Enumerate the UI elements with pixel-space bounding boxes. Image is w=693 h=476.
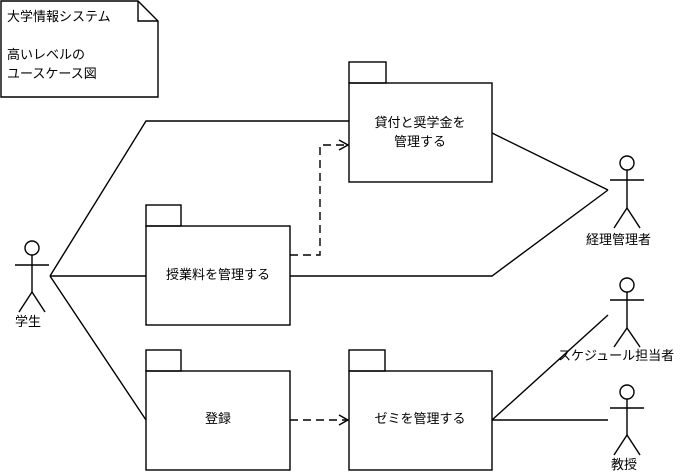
actor-leg bbox=[613, 434, 628, 456]
package-loans-label: 管理する bbox=[393, 135, 447, 150]
package-body bbox=[348, 82, 493, 183]
package-seminar-label: ゼミを管理する bbox=[374, 412, 466, 427]
actor-leg bbox=[626, 207, 641, 229]
actor-leg bbox=[18, 291, 33, 313]
actor-student-figure bbox=[15, 240, 49, 313]
note-fold bbox=[137, 1, 158, 22]
actor-head bbox=[619, 384, 635, 400]
actor-professor-label: 教授 bbox=[611, 458, 638, 473]
package-tab bbox=[145, 204, 182, 227]
package-tuition bbox=[145, 204, 291, 326]
package-registration-label: 登録 bbox=[204, 412, 232, 427]
actor-leg bbox=[626, 434, 641, 456]
actor-leg bbox=[31, 291, 46, 313]
package-tuition-label: 授業料を管理する bbox=[165, 268, 271, 283]
association-student-loans bbox=[49, 120, 349, 277]
actor-leg bbox=[626, 327, 641, 348]
actor-scheduler-label: スケジュール担当者 bbox=[558, 349, 675, 364]
note-line: ユースケース図 bbox=[7, 67, 97, 82]
actor-scheduler-figure bbox=[610, 277, 644, 348]
package-loans-label: 貸付と奨学金を bbox=[374, 116, 466, 131]
actor-leg bbox=[613, 207, 628, 229]
package-tab bbox=[348, 349, 386, 372]
package-tab bbox=[145, 349, 182, 372]
association-tuition-accounting bbox=[290, 189, 609, 277]
actor-professor-figure bbox=[610, 384, 644, 456]
actor-head bbox=[619, 155, 635, 171]
actor-head bbox=[24, 240, 40, 256]
dependency-arrowhead bbox=[338, 139, 350, 151]
actor-accounting-label: 経理管理者 bbox=[586, 233, 652, 248]
dependency-arrowhead bbox=[338, 414, 350, 426]
note-frame bbox=[0, 0, 159, 98]
package-loans bbox=[348, 61, 493, 183]
association-loans-accounting bbox=[491, 132, 609, 191]
package-tab bbox=[348, 61, 387, 84]
actor-leg bbox=[613, 327, 628, 348]
actor-accounting-figure bbox=[610, 155, 644, 229]
dependency-tuition-loans bbox=[290, 144, 347, 256]
actor-student-label: 学生 bbox=[15, 315, 42, 330]
association-student-registration bbox=[49, 275, 147, 421]
diagram-note bbox=[0, 0, 159, 98]
actor-head bbox=[619, 277, 635, 293]
note-title: 大学情報システム bbox=[7, 10, 111, 25]
association-seminar-scheduler bbox=[491, 314, 609, 421]
note-line: 高いレベルの bbox=[7, 48, 86, 63]
